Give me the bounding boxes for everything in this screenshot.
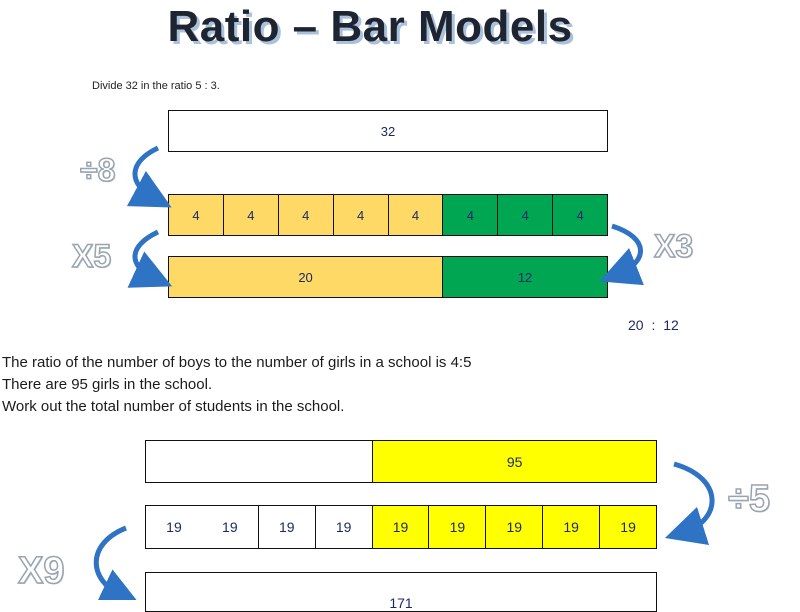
page-title: Ratio – Bar Models	[167, 2, 573, 51]
curved-arrow-icon	[127, 229, 173, 288]
part-cell: 19	[599, 506, 657, 548]
part-cell: 4	[497, 195, 553, 235]
part-cell: 4	[387, 195, 443, 235]
curved-arrow-icon	[93, 525, 141, 600]
parts-bar-2: 19 19 19 19 19 19 19 19 19	[145, 505, 657, 549]
part-cell: 4	[332, 195, 388, 235]
multiply-operator-left: X5	[71, 237, 112, 275]
part-cell: 19	[542, 506, 600, 548]
part-cell: 4	[169, 195, 223, 235]
combined-cell-girls: 12	[442, 257, 607, 297]
combined-cell-boys: 20	[169, 257, 443, 297]
question-line: The ratio of the number of boys to the n…	[2, 354, 472, 371]
boys-unknown-cell	[146, 441, 373, 482]
multiply-operator-right: X3	[653, 227, 694, 265]
divide-operator-2: ÷5	[727, 477, 771, 521]
divide-operator: ÷8	[79, 151, 116, 189]
part-cell: 19	[314, 506, 372, 548]
question-line: Work out the total number of students in…	[2, 398, 345, 415]
part-cell: 19	[371, 506, 429, 548]
question-line: There are 95 girls in the school.	[2, 376, 213, 393]
part-cell: 19	[146, 506, 202, 548]
part-cell: 4	[442, 195, 498, 235]
answer-ratio: 20 : 12	[628, 317, 679, 333]
part-cell: 4	[277, 195, 333, 235]
part-cell: 19	[485, 506, 543, 548]
part-cell: 19	[201, 506, 258, 548]
parts-bar: 4 4 4 4 4 4 4 4	[168, 194, 608, 236]
girls-total-cell: 95	[372, 441, 656, 482]
part-cell: 19	[428, 506, 486, 548]
girls-total-bar: 95	[145, 440, 657, 483]
total-bar-value: 32	[169, 111, 607, 151]
curved-arrow-icon	[126, 145, 172, 208]
part-cell: 4	[222, 195, 278, 235]
part-cell: 19	[257, 506, 315, 548]
total-bar: 32	[168, 110, 608, 152]
multiply-operator-2: X9	[17, 549, 65, 593]
part-cell: 4	[552, 195, 607, 235]
curved-arrow-icon	[599, 223, 645, 286]
curved-arrow-icon	[664, 461, 715, 546]
instruction-text: Divide 32 in the ratio 5 : 3.	[92, 80, 220, 92]
combined-bar: 20 12	[168, 256, 608, 298]
